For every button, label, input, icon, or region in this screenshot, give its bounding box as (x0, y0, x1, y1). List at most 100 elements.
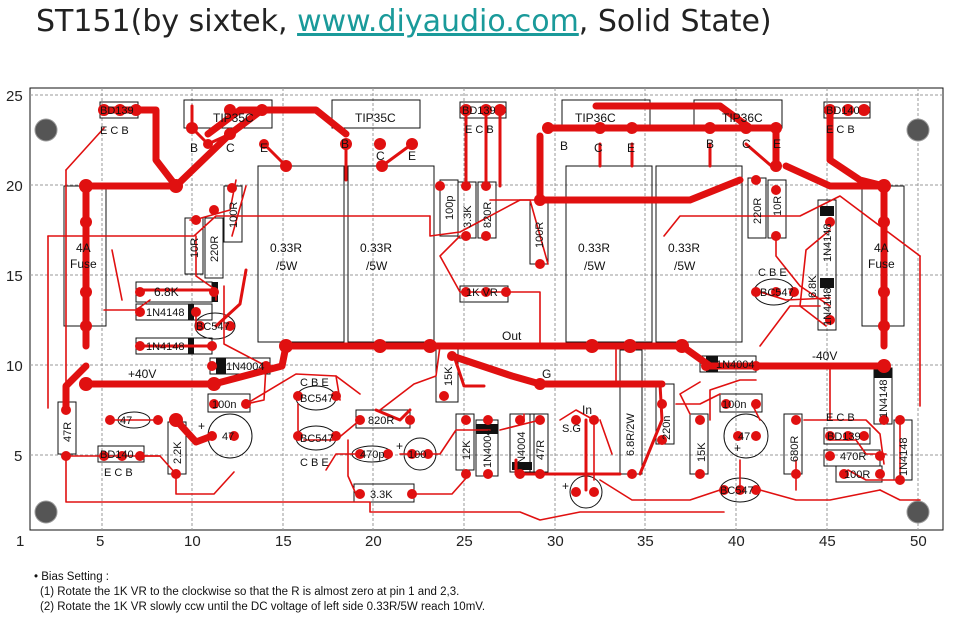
x-tick: 1 (16, 533, 24, 550)
page-title: ST151(by sixtek, www.diyaudio.com, Solid… (36, 4, 772, 39)
medium-traces (138, 104, 778, 492)
resistor-5w-label: /5W (584, 259, 606, 273)
y-tick: 5 (14, 448, 22, 465)
resistor-100r-label: 100R (228, 202, 240, 228)
y-tick: 10 (6, 358, 23, 375)
cap-47-label: 47 (222, 431, 234, 443)
diode-1n4148-label: 1N4148 (822, 287, 834, 326)
mounting-hole (34, 500, 58, 524)
signal-ground-label: S.G (562, 423, 581, 435)
x-tick: 10 (184, 533, 201, 550)
pin-b-label: B (190, 141, 198, 155)
bd139-label: BD139 (462, 105, 496, 117)
ground-label: G (542, 367, 551, 381)
bd139-label: BD139 (827, 431, 861, 443)
cap-47-label: 47 (738, 431, 750, 443)
x-axis: 1 5 10 15 20 25 30 35 40 45 50 (16, 533, 927, 550)
diode-1n4004-label: 1N4004 (516, 431, 528, 470)
resistor-033r-label: 0.33R (360, 241, 392, 255)
ecb-label: E C B (100, 125, 129, 137)
resistor-47r-label: 47R (535, 440, 547, 460)
plus-sign: + (734, 441, 741, 455)
resistor-680r-label: 680R (789, 436, 801, 462)
notes-heading: • Bias Setting : (34, 571, 109, 583)
bd140-label: BD140 (100, 449, 134, 461)
cap-100n-label: 100n (722, 399, 746, 411)
plus-sign: + (198, 419, 205, 433)
neg-40v-label: -40V (812, 349, 837, 363)
resistor-6r8-2w-label: 6.8R/2W (625, 413, 637, 456)
transistor-bc547-label: BC547 (196, 321, 230, 333)
cap-47-label: 47 (120, 415, 132, 427)
resistor-10r-label: 10R (772, 196, 784, 216)
notes-step-1: (1) Rotate the 1K VR to the clockwise so… (40, 586, 460, 598)
pos-40v-label: +40V (128, 367, 156, 381)
transistor-bc547-label: BC547 (760, 287, 794, 299)
pin-e-label: E (260, 141, 268, 155)
pin-b-label: B (706, 137, 714, 151)
resistor-100r-label: 100R (844, 469, 870, 481)
pin-e-label: E (627, 141, 635, 155)
x-tick: 30 (547, 533, 564, 550)
resistor-033r-label: 0.33R (270, 241, 302, 255)
component-labels: TIP35C TIP35C TIP36C TIP36C B C E B C E … (62, 105, 910, 501)
pin-e-label: E (408, 149, 416, 163)
x-tick: 5 (96, 533, 104, 550)
x-tick: 40 (728, 533, 745, 550)
ecb-label: E C B (104, 467, 133, 479)
tip35c-label: TIP35C (355, 111, 396, 125)
resistor-820r-label: 820R (482, 202, 494, 228)
thin-traces (47, 127, 921, 521)
y-tick: 20 (6, 178, 23, 195)
y-tick: 25 (6, 88, 23, 105)
resistor-15k-label: 15K (443, 366, 455, 386)
resistor-3k3-label: 3.3K (370, 489, 393, 501)
resistor-6k8-label: 6.8K (807, 275, 819, 298)
plus-sign: + (562, 479, 569, 493)
pads (61, 104, 905, 499)
cap-100p-label: 100p (444, 196, 456, 220)
diode-1n4004-label: 1N4004 (226, 361, 265, 373)
diode-1n4148-label: 1N4148 (898, 437, 910, 476)
transistor-bc547-label: BC547 (300, 433, 334, 445)
fuse-rating-label: 4A (874, 241, 889, 255)
resistor-033r-label: 0.33R (668, 241, 700, 255)
resistor-3k3-label: 3.3K (462, 205, 474, 228)
resistor-033r-label: 0.33R (578, 241, 610, 255)
mounting-hole (906, 118, 930, 142)
diode-1n4004-label: 1N4004 (716, 359, 755, 371)
diode-1n4148-label: 1N4148 (146, 341, 185, 353)
input-label: In (582, 403, 592, 417)
diyaudio-link[interactable]: www.diyaudio.com (297, 4, 579, 39)
plus-sign: + (396, 439, 403, 453)
pin-c-label: C (594, 141, 603, 155)
bd140-label: BD140 (826, 105, 860, 117)
resistor-220r-label: 220R (752, 198, 764, 224)
pin-e-label: E (773, 137, 781, 151)
resistor-6k8-label: 6.8K (154, 285, 179, 299)
resistor-10r-label: 10R (189, 238, 201, 258)
cap-100-label: 100 (408, 449, 426, 461)
transistor-bc547-label: BC547 (300, 393, 334, 405)
fuse-label: Fuse (70, 257, 97, 271)
pin-c-label: C (226, 141, 235, 155)
mounting-hole (34, 118, 58, 142)
resistor-100r-label: 100R (534, 222, 546, 248)
resistor-15k-label: 15K (696, 442, 708, 462)
resistor-5w-label: /5W (366, 259, 388, 273)
resistor-5w-label: /5W (276, 259, 298, 273)
cap-100n-label: 100n (212, 399, 236, 411)
cap-470p-label: 470p (360, 449, 384, 461)
diode-1n4148-label: 1N4148 (146, 307, 185, 319)
fuse-label: Fuse (868, 257, 895, 271)
trimmer-1k-label: 1K VR (466, 287, 498, 299)
notes-step-2: (2) Rotate the 1K VR slowly ccw until th… (40, 601, 486, 613)
cbe-label: C B E (300, 377, 329, 389)
y-axis: 25 20 15 10 5 (6, 88, 23, 465)
x-tick: 50 (910, 533, 927, 550)
pin-b-label: B (560, 139, 568, 153)
x-tick: 20 (365, 533, 382, 550)
pin-c-label: C (742, 137, 751, 151)
pin-c-label: C (376, 149, 385, 163)
